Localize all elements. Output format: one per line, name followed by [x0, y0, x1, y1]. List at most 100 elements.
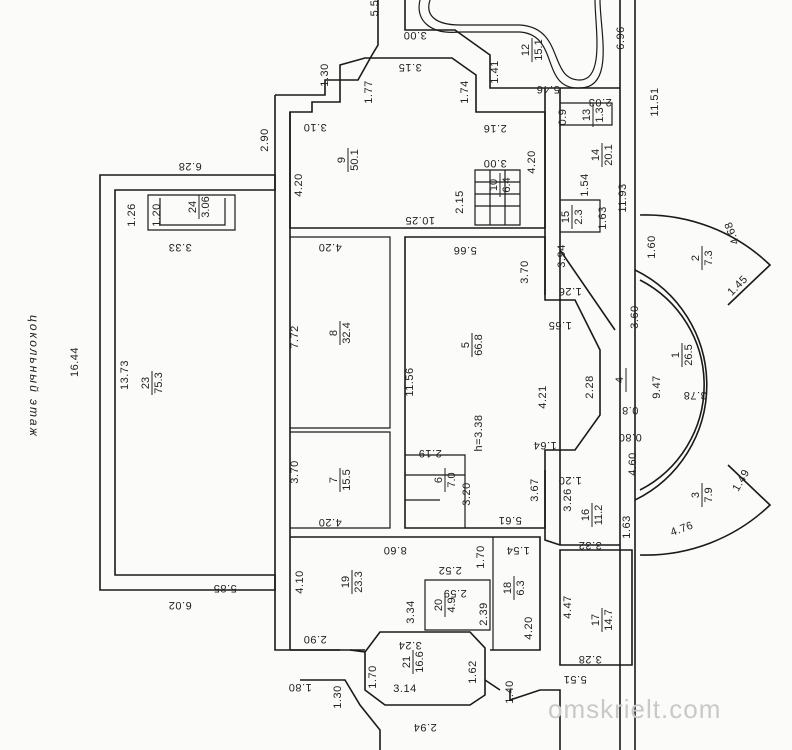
dimension-label: 2.52 [438, 564, 461, 576]
room-number: 2 [690, 255, 702, 261]
dimension-label: 3.24 [398, 639, 421, 651]
dimension-label: 6.28 [178, 160, 201, 172]
dimension-label: 5.61 [498, 514, 521, 526]
dimension-label: 1.70 [367, 665, 379, 688]
dimension-label: 3.10 [303, 121, 326, 133]
room-number: 21 [401, 656, 413, 668]
dimension-label: 4.20 [318, 241, 341, 253]
dimension-label: 1.30 [332, 685, 344, 708]
dimension-label: 4.10 [294, 570, 306, 593]
dimension-label: 0.80 [618, 431, 641, 443]
dimension-label: 16.44 [69, 347, 81, 377]
room-area: 2.3 [573, 209, 585, 224]
room-number: 23 [140, 377, 152, 389]
dimension-label: 2.28 [584, 375, 596, 398]
room-area: 14.7 [603, 609, 615, 630]
dimension-label: 4.60 [627, 452, 639, 475]
room-area: 7.0 [446, 472, 458, 487]
room-area: 15.1 [533, 39, 545, 60]
dimension-label: 2.90 [303, 633, 326, 645]
dimension-label: 4.20 [526, 150, 538, 173]
dimension-label: 3.15 [398, 61, 421, 73]
dimension-label: 1.62 [467, 660, 479, 683]
dimension-label: 1.77 [363, 80, 375, 103]
dimension-label: 1.63 [621, 515, 633, 538]
dimension-label: 3.26 [562, 488, 574, 511]
dimension-label: 5.51 [563, 673, 586, 685]
dimension-label: 2.94 [413, 721, 436, 733]
dimension-label: 3.32 [578, 539, 601, 551]
room-area: 11.2 [593, 505, 605, 526]
dimension-label: 1.20 [558, 474, 581, 486]
dimension-label: 8.60 [383, 544, 406, 556]
dimension-label: 2.39 [478, 602, 490, 625]
dimension-label: 1.20 [151, 203, 163, 226]
dimension-label: 3.28 [578, 653, 601, 665]
dimension-label: 6.02 [168, 599, 191, 611]
dimension-label: 0.9 [557, 109, 569, 126]
dimension-label: 10.25 [405, 214, 435, 226]
room-area: 1.3 [594, 107, 606, 122]
dimension-label: 9.47 [651, 375, 663, 398]
dimension-label: 11.93 [617, 183, 629, 212]
dimension-label: 5.5 [369, 0, 381, 16]
room-label: 4 [614, 368, 627, 392]
room-area: 23.3 [353, 571, 365, 592]
dimension-label: 6.96 [615, 26, 627, 49]
dimension-label: 1.41 [489, 60, 501, 83]
room-number: 19 [340, 576, 352, 588]
dimension-label: 3.33 [168, 241, 191, 253]
dimension-label: 4.76 [669, 520, 695, 539]
dimension-label: 3.94 [556, 244, 568, 267]
room-number: 1 [670, 352, 682, 358]
dimension-label: 4.20 [523, 616, 535, 639]
dimension-label: 4.21 [537, 385, 549, 408]
room-area: 4.9 [446, 597, 458, 612]
dimension-label: 1.64 [533, 439, 556, 451]
dimension-label: 11.56 [404, 367, 416, 396]
dimension-label: 3.67 [529, 478, 541, 501]
dimension-label: 1.30 [319, 63, 331, 86]
room-number: 12 [520, 44, 532, 56]
dimension-label: 3.00 [403, 29, 426, 41]
room-area: 6.4 [501, 177, 513, 192]
dimension-label: 4.68 [723, 220, 742, 246]
dimension-label: 1.54 [506, 544, 529, 556]
room-number: 6 [433, 477, 445, 483]
room-number: 24 [187, 201, 199, 213]
dimension-label: 3.34 [405, 600, 417, 623]
dimension-label: 4.20 [318, 516, 341, 528]
room-number: 16 [580, 509, 592, 521]
dimension-label: 2.59 [443, 587, 466, 599]
dimension-label: 5.66 [453, 244, 476, 256]
room-number: 4 [614, 377, 626, 383]
room-number: 13 [581, 109, 593, 121]
room-number: 8 [328, 330, 340, 336]
dimension-label: 2.15 [454, 190, 466, 213]
dimension-label: 1.60 [646, 235, 658, 258]
dimension-label: 2.03 [588, 96, 611, 108]
dimension-label: 1.26 [558, 285, 581, 297]
dimension-label: 1.54 [579, 173, 591, 196]
dimension-label: 7.72 [289, 325, 301, 348]
room-area: 32.4 [341, 322, 353, 343]
dimension-label: 3.00 [483, 157, 506, 169]
dimension-label: 3.78 [683, 389, 706, 401]
dimension-label: 1.74 [459, 80, 471, 103]
